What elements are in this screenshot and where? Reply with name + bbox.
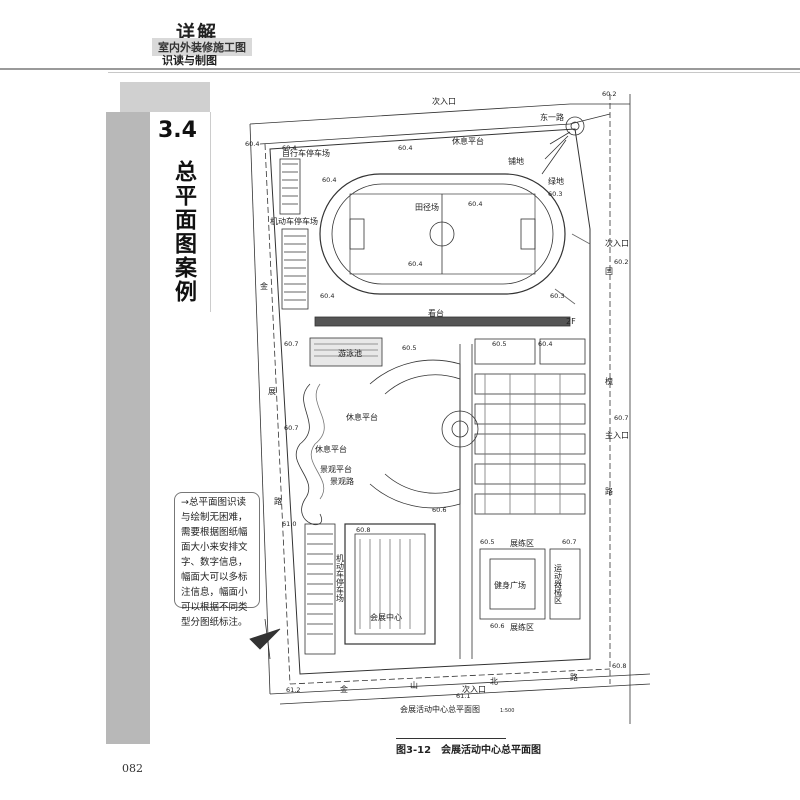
label-track-field: 田径场 [415,202,439,212]
roundabout [565,116,585,136]
label-road-bottom-3: 北 [490,677,498,686]
header-rule-thin [108,72,800,73]
label-entry-right-main: 主入口 [605,430,629,440]
building-blocks [474,338,586,515]
fitness-square [479,548,546,620]
site-boundary [269,128,591,675]
elevation: 61.1 [456,692,470,700]
track-field [319,173,566,295]
label-entry-right: 次入口 [605,238,629,248]
label-road-top: 东一路 [540,112,564,122]
label-fitness-square: 健身广场 [494,580,526,590]
label-motor-parking-2: 机动车停车场 [336,553,345,603]
elevation: 60.6 [432,506,446,514]
label-road-right-3: 路 [605,486,613,496]
swimming-pool [309,337,383,367]
north-arrow [249,618,281,660]
page-number: 082 [122,762,143,775]
label-rest-platform-1: 休息平台 [452,136,484,146]
label-swimming-pool: 游泳池 [338,348,362,358]
elevation: 60.4 [468,200,482,208]
label-stand: 看台 [428,308,444,318]
elevation: 60.5 [492,340,506,348]
elevation: 60.5 [480,538,494,546]
equipment-area [549,548,581,620]
elevation: 60.4 [398,144,412,152]
header-rule [0,68,800,70]
drawing-scale: 1:500 [500,708,514,714]
label-expo-area-2: 展练区 [510,622,534,632]
road-lines [249,94,651,724]
motor-parking-1 [281,228,309,310]
expo-center [344,523,436,645]
label-expo-area-1: 展练区 [510,538,534,548]
label-rest-platform-2: 休息平台 [346,412,378,422]
elevation: 60.4 [245,140,259,148]
side-band [106,112,150,744]
label-road-bottom-2: 山 [410,680,418,690]
label-green-2: 铺地 [508,156,524,166]
label-viewing-platform: 景观平台 [320,464,352,474]
label-scenic-road: 景观路 [330,476,354,486]
elevation: 60.7 [614,414,628,422]
section-title: 总平面图案例 [171,160,196,304]
elevation: 61.2 [286,686,300,694]
elevation: 60.4 [538,340,552,348]
label-road-right-2: 槐 [605,376,613,386]
elevation: 61.0 [282,520,296,528]
elevation: 60.4 [408,260,422,268]
label-road-left-2: 展 [268,387,276,396]
label-equipment-area: 运动器械区 [554,564,563,604]
section-tab [120,82,210,112]
label-road-bottom-1: 金 [340,684,348,694]
label-road-left-3: 路 [274,496,282,506]
caption-rule [396,738,506,739]
label-bike-parking: 自行车停车场 [282,148,330,158]
elevation: 60.4 [322,176,336,184]
note-text: →总平面图识读与绘制无困难，需要根据图纸幅面大小来安排文字、数字信息，幅面大可以… [181,497,248,628]
elevation: 60.2 [602,90,616,98]
label-2f: 2F [566,317,576,326]
book-subtitle-2: 识读与制图 [162,54,217,67]
landscape-path [295,383,322,525]
label-entry-top: 次入口 [432,96,456,106]
label-road-bottom-4: 路 [570,672,578,682]
elevation: 60.5 [402,344,416,352]
elevation: 60.6 [490,622,504,630]
site-plan-drawing: 次入口 次入口 主入口 次入口 自行车停车场 机动车停车场 田径场 看台 2F … [210,84,651,724]
elevation: 60.4 [320,292,334,300]
figure-caption: 图3-12 会展活动中心总平面图 [396,745,542,756]
label-entry-bottom: 次入口 [462,684,486,694]
label-green-1: 绿地 [548,176,564,186]
label-rest-platform-3: 休息平台 [315,444,347,454]
stand [314,316,571,327]
note-box: →总平面图识读与绘制无困难，需要根据图纸幅面大小来安排文字、数字信息，幅面大可以… [174,492,260,628]
central-plaza [369,344,479,659]
elevation: 60.2 [614,258,628,266]
elevation: 60.8 [356,526,370,534]
label-road-left-1: 金 [260,281,268,291]
elevation: 60.7 [284,424,298,432]
motor-parking-2 [304,523,336,655]
elevation: 60.3 [550,292,564,300]
book-subtitle: 室内外装修施工图 [152,38,252,56]
section-box [150,112,211,312]
drawing-title: 会展活动中心总平面图 [400,704,480,714]
elevation-markers: 60.2 60.4 60.4 60.4 60.4 60.4 60.3 60.4 … [245,90,628,700]
elevation: 60.3 [548,190,562,198]
label-motor-parking: 机动车停车场 [270,216,318,226]
label-expo-center: 会展中心 [370,612,402,622]
bike-parking [279,158,301,215]
label-road-right-1: 国 [605,267,613,276]
elevation: 60.7 [284,340,298,348]
elevation: 60.7 [562,538,576,546]
elevation: 60.8 [612,662,626,670]
elevation: 60.4 [282,144,296,152]
section-number: 3.4 [158,118,197,143]
